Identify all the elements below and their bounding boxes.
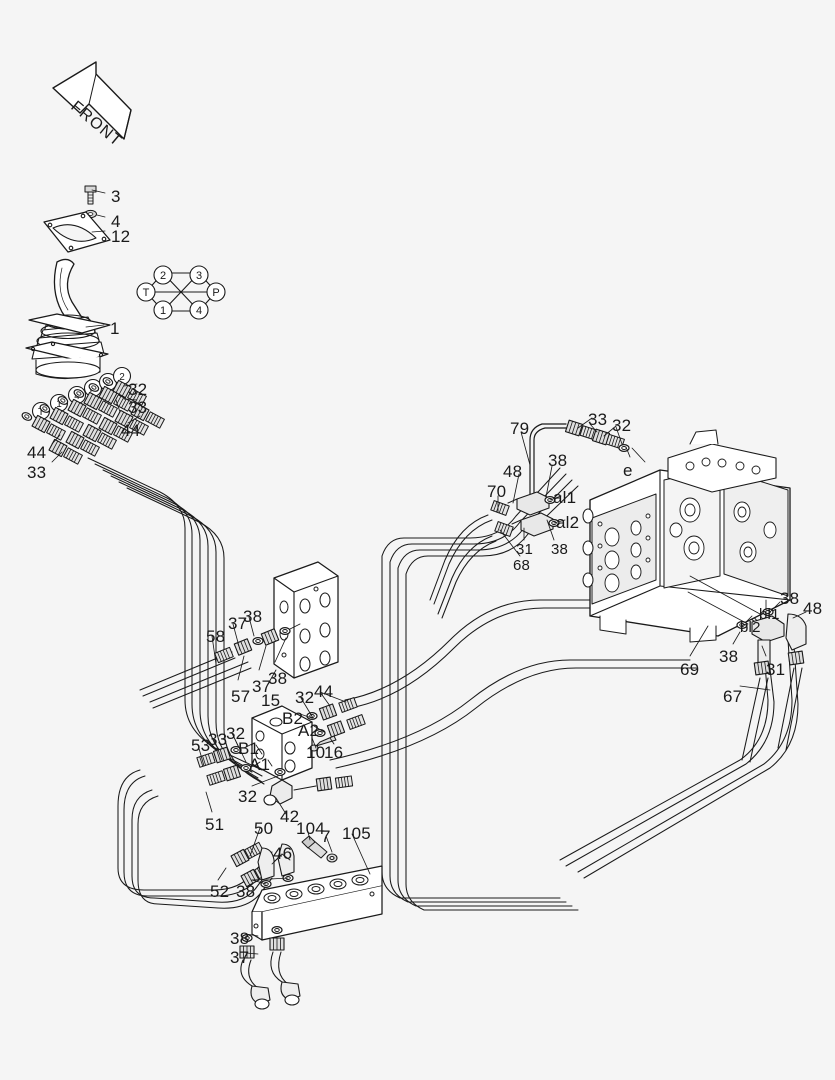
callout-37-a: 37 [228,614,248,633]
svg-text:2: 2 [160,270,166,282]
callout-port-a1: A1 [249,755,271,774]
callout-53: 53 [191,736,211,755]
callout-38-b: 38 [551,541,569,558]
callout-50: 50 [254,819,274,838]
front-arrow-icon: FRONT [52,61,132,150]
callout-51: 51 [205,815,225,834]
bolt-icon [84,185,97,205]
callout-33-c: 33 [588,410,608,429]
callout-3: 3 [111,187,121,206]
callout-38-d: 38 [719,647,739,666]
callout-46: 46 [273,844,293,863]
leader-lines [51,189,807,955]
svg-text:1: 1 [56,399,62,410]
callout-31-a: 31 [516,541,534,558]
callout-68: 68 [513,557,531,574]
callout-33-a: 33 [128,398,148,417]
callout-38-e: 38 [243,607,263,626]
callout-69: 69 [680,660,700,679]
callout-port-bl1: bl1 [759,606,780,623]
callout-33-d: 33 [208,730,228,749]
svg-text:T: T [143,287,150,299]
callout-57: 57 [231,687,251,706]
callout-12: 12 [111,227,131,246]
callout-38-a: 38 [548,451,568,470]
callout-4: 4 [111,212,121,231]
joystick-lever-icon [25,258,111,380]
al-port-fittings [429,491,560,619]
callout-16: 16 [324,743,344,762]
callout-32-d: 32 [226,724,246,743]
svg-text:4: 4 [196,305,202,317]
callout-port-bl2: bl2 [740,619,761,636]
hose-51-52 [117,769,279,909]
callout-port-al2: al2 [556,513,580,532]
elbow-46-assembly [257,843,295,889]
callout-38-g: 38 [236,882,256,901]
callout-port-b1: B1 [238,739,260,758]
callout-port-al1: al1 [553,488,577,507]
svg-text:3: 3 [196,270,202,282]
svg-text:1: 1 [160,305,166,317]
svg-text:2: 2 [119,372,125,383]
callout-10: 10 [306,743,326,762]
distribution-rail-icon [251,865,383,941]
manifold-block-icon [273,561,339,679]
callout-32-b: 32 [612,416,632,435]
svg-text:P: P [212,287,219,299]
lower-rail-fittings [239,925,301,1010]
callout-port-e: e [623,461,633,480]
callout-37-c: 37 [230,948,250,967]
callout-37-b: 37 [252,677,272,696]
b1-a1-fittings [196,743,261,786]
callout-1: 1 [110,319,120,338]
callout-7: 7 [321,827,331,846]
callout-52: 52 [210,882,230,901]
callout-48-b: 48 [803,599,823,618]
callout-15: 15 [261,691,281,710]
elbow-fitting-42 [263,767,354,806]
callout-31-b: 31 [766,660,786,679]
callout-32-a: 32 [128,380,148,399]
callout-44-a: 44 [121,421,141,440]
svg-text:T: T [38,407,44,418]
callout-38-h: 38 [230,929,250,948]
washer-7 [326,853,338,863]
callout-44-c: 44 [314,682,334,701]
control-block-icon [251,705,313,781]
callout-port-b2: B2 [282,709,304,728]
hose-bundle-return [329,599,707,769]
callout-38-c: 38 [780,589,800,608]
hose-bundle-main-diagonal [381,537,579,911]
hex-port-schematic-icon: T 2 3 P 1 4 [136,265,226,320]
main-control-valve-icon [582,429,791,643]
callout-58: 58 [206,627,226,646]
callout-44-b: 44 [27,443,47,462]
callout-32-e: 32 [238,787,258,806]
bolt-104 [301,835,328,859]
callout-32-c: 32 [295,688,315,707]
hose-79-assembly [529,419,646,496]
callout-42: 42 [280,807,300,826]
bl-port-fittings [736,607,807,763]
hose-58-57-assembly [139,623,301,709]
callout-port-a2: A2 [298,721,320,740]
callout-104: 104 [296,819,325,838]
callout-38-f: 38 [268,669,288,688]
gasket-plate-icon [43,211,111,253]
callout-70: 70 [487,482,507,501]
callout-67: 67 [723,687,743,706]
b2-a2-fittings [306,697,366,752]
callout-33-b: 33 [27,463,47,482]
callout-48-a: 48 [503,462,523,481]
callout-105: 105 [342,824,371,843]
callout-79: 79 [510,419,530,438]
